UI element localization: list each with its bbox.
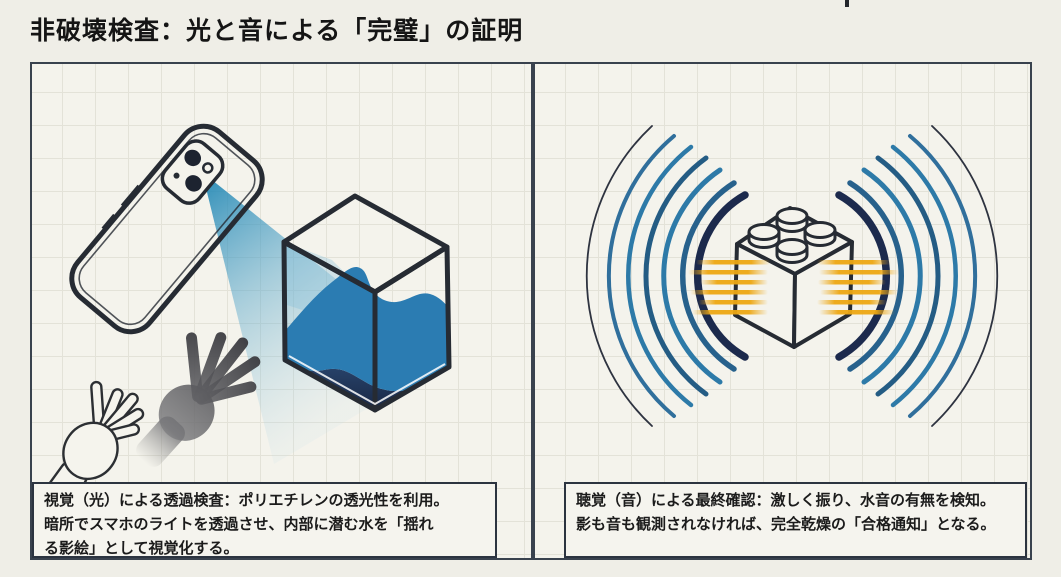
hand-shadow (136, 332, 261, 467)
camera-module (160, 139, 225, 205)
light-test-panel: 視覚（光）による透過検査：ポリエチレンの透光性を利用。 暗所でスマホのライトを透… (30, 62, 533, 560)
sound-waves-right (835, 125, 999, 427)
caption-text: 影も音も観測されなければ、完全乾燥の「合格通知」となる。 (576, 516, 996, 533)
light-test-illustration (32, 123, 452, 536)
sound-waves-left (585, 125, 749, 427)
caption-text: 聴覚（音）による最終確認：激しく振り、水音の有無を検知。 (576, 492, 995, 509)
left-caption-box: 視覚（光）による透過検査：ポリエチレンの透光性を利用。 暗所でスマホのライトを透… (32, 482, 497, 558)
smartphone (69, 123, 265, 335)
brick-studs (747, 207, 837, 264)
caption-text: 暗所でスマホのライトを透過させ、内部に潜む水を「揺れ (44, 516, 434, 533)
vibration-lines-left (688, 260, 770, 315)
sound-test-panel: 聴覚（音）による最終確認：激しく振り、水音の有無を検知。 影も音も観測されなけれ… (533, 62, 1032, 560)
sound-test-illustration (585, 125, 999, 427)
right-caption-box: 聴覚（音）による最終確認：激しく振り、水音の有無を検知。 影も音も観測されなけれ… (564, 482, 1027, 558)
caption-text: る影絵」として視覚化する。 (44, 540, 239, 557)
top-edge-crop-mark (845, 0, 849, 7)
vibration-lines-right (817, 260, 899, 315)
page-title: 非破壊検査：光と音による「完璧」の証明 (30, 17, 524, 45)
caption-text: 視覚（光）による透過検査：ポリエチレンの透光性を利用。 (44, 492, 449, 509)
lego-brick (733, 206, 854, 349)
container-cube (281, 193, 452, 413)
